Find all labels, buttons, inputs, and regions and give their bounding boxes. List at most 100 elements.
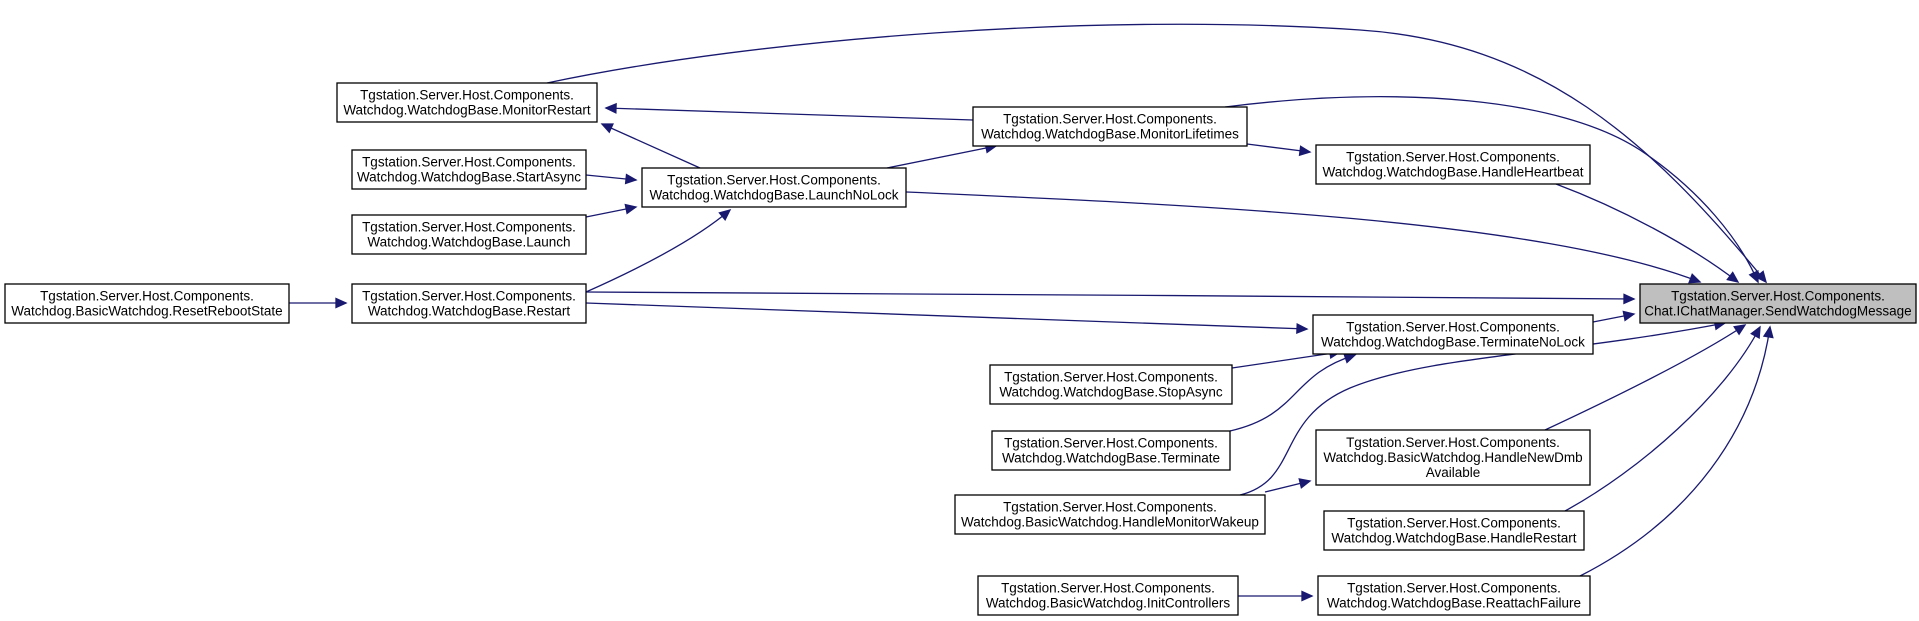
node-label-line: Watchdog.WatchdogBase.LaunchNoLock: [650, 188, 899, 203]
edge-line: [585, 291, 1635, 300]
edge-terminate_nolock-to-root: [1592, 310, 1636, 323]
arrowhead: [1298, 478, 1312, 489]
node-label-line: Watchdog.BasicWatchdog.HandleMonitorWake…: [961, 515, 1259, 530]
arrowhead: [1688, 273, 1702, 284]
edge-layer: [289, 23, 1774, 602]
edge-line: [1555, 183, 1739, 283]
node-init-controllers[interactable]: Tgstation.Server.Host.Components.Watchdo…: [977, 575, 1239, 616]
node-terminate[interactable]: Tgstation.Server.Host.Components.Watchdo…: [991, 430, 1231, 471]
node-label-line: Chat.IChatManager.SendWatchdogMessage: [1644, 304, 1911, 319]
edge-line: [605, 107, 974, 121]
edge-line: [1544, 324, 1746, 431]
node-box: [972, 106, 1248, 147]
node-launch-nolock[interactable]: Tgstation.Server.Host.Components.Watchdo…: [641, 167, 907, 208]
node-box: [1315, 144, 1591, 185]
node-start-async[interactable]: Tgstation.Server.Host.Components.Watchdo…: [351, 149, 587, 190]
edge-monitor_restart-to-root: [546, 23, 1768, 284]
edge-line: [585, 302, 1308, 330]
edge-start_async-to-launch_nolock: [585, 173, 638, 185]
edge-line: [1229, 354, 1356, 432]
node-label-line: Tgstation.Server.Host.Components.: [1346, 150, 1560, 165]
node-box: [1323, 510, 1585, 551]
edge-launch_nolock-to-monitor_restart: [600, 123, 701, 169]
edge-launch-to-launch_nolock: [585, 203, 638, 218]
edge-restart-to-terminate_nolock: [585, 302, 1309, 335]
node-label-line: Tgstation.Server.Host.Components.: [1003, 112, 1217, 127]
node-root[interactable]: Tgstation.Server.Host.Components.Chat.IC…: [1639, 283, 1917, 324]
node-box: [4, 283, 290, 324]
arrowhead: [1748, 270, 1759, 284]
node-box: [351, 283, 587, 324]
node-box: [1317, 575, 1591, 616]
node-box: [977, 575, 1239, 616]
node-label-line: Tgstation.Server.Host.Components.: [360, 88, 574, 103]
arrowhead: [1622, 310, 1636, 322]
node-monitor-restart[interactable]: Tgstation.Server.Host.Components.Watchdo…: [336, 82, 598, 123]
node-label-line: Tgstation.Server.Host.Components.: [1004, 370, 1218, 385]
arrowhead: [335, 297, 348, 309]
node-box: [1639, 283, 1917, 324]
node-handle-restart[interactable]: Tgstation.Server.Host.Components.Watchdo…: [1323, 510, 1585, 551]
edge-line: [1564, 326, 1761, 512]
node-label-line: Tgstation.Server.Host.Components.: [1671, 289, 1885, 304]
edge-line: [886, 145, 997, 169]
node-handle-monitor-wakeup[interactable]: Tgstation.Server.Host.Components.Watchdo…: [954, 494, 1266, 535]
node-reset-reboot-state[interactable]: Tgstation.Server.Host.Components.Watchdo…: [4, 283, 290, 324]
arrowhead: [1726, 271, 1740, 283]
node-stop-async[interactable]: Tgstation.Server.Host.Components.Watchdo…: [989, 364, 1233, 405]
edge-handle_monitor_wakeup-to-handle_new_dmb: [1264, 478, 1312, 493]
node-handle-new-dmb[interactable]: Tgstation.Server.Host.Components.Watchdo…: [1315, 429, 1591, 486]
arrowhead: [624, 173, 638, 185]
node-box: [351, 214, 587, 255]
node-terminate-nolock[interactable]: Tgstation.Server.Host.Components.Watchdo…: [1312, 314, 1594, 355]
node-label-line: Tgstation.Server.Host.Components.: [1346, 435, 1560, 450]
node-box: [641, 167, 907, 208]
edge-reset_reboot_state-to-restart: [289, 297, 348, 309]
edge-line: [601, 123, 701, 169]
arrowhead: [604, 102, 617, 114]
node-reattach-failure[interactable]: Tgstation.Server.Host.Components.Watchdo…: [1317, 575, 1591, 616]
edge-monitor_lifetimes-to-root: [1224, 96, 1759, 284]
node-label-line: Tgstation.Server.Host.Components.: [362, 220, 576, 235]
node-layer: Tgstation.Server.Host.Components.Chat.IC…: [4, 82, 1917, 616]
edge-launch_nolock-to-root: [905, 191, 1702, 284]
node-monitor-lifetimes[interactable]: Tgstation.Server.Host.Components.Watchdo…: [972, 106, 1248, 147]
arrowhead: [718, 208, 732, 222]
node-label-line: Watchdog.WatchdogBase.Launch: [367, 235, 570, 250]
node-label-line: Watchdog.WatchdogBase.StopAsync: [999, 385, 1223, 400]
node-label-line: Watchdog.WatchdogBase.ReattachFailure: [1327, 596, 1581, 611]
node-label-line: Watchdog.WatchdogBase.Restart: [368, 304, 571, 319]
node-box: [989, 364, 1233, 405]
node-restart[interactable]: Tgstation.Server.Host.Components.Watchdo…: [351, 283, 587, 324]
node-label-line: Watchdog.WatchdogBase.TerminateNoLock: [1321, 335, 1585, 350]
edge-restart-to-launch_nolock: [585, 208, 732, 293]
node-handle-heartbeat[interactable]: Tgstation.Server.Host.Components.Watchdo…: [1315, 144, 1591, 185]
node-label-line: Watchdog.WatchdogBase.HandleHeartbeat: [1323, 165, 1584, 180]
node-label-line: Watchdog.WatchdogBase.MonitorRestart: [343, 103, 591, 118]
arrowhead: [1343, 353, 1357, 364]
node-label-line: Watchdog.BasicWatchdog.HandleNewDmb: [1323, 450, 1582, 465]
node-label-line: Tgstation.Server.Host.Components.: [667, 173, 881, 188]
node-label-line: Tgstation.Server.Host.Components.: [1001, 581, 1215, 596]
arrowhead: [1762, 325, 1774, 339]
edge-restart-to-root: [585, 291, 1636, 305]
node-label-line: Tgstation.Server.Host.Components.: [1346, 320, 1560, 335]
edge-line: [585, 209, 731, 293]
edge-launch_nolock-to-monitor_lifetimes: [886, 142, 998, 169]
node-label-line: Tgstation.Server.Host.Components.: [362, 289, 576, 304]
node-launch[interactable]: Tgstation.Server.Host.Components.Watchdo…: [351, 214, 587, 255]
edge-line: [1224, 96, 1759, 283]
arrowhead: [1754, 270, 1768, 284]
edge-init_controllers-to-reattach_failure: [1238, 590, 1314, 602]
edge-line: [1231, 351, 1341, 369]
node-box: [1312, 314, 1594, 355]
arrowhead: [624, 203, 638, 215]
edge-handle_restart-to-root: [1564, 325, 1761, 512]
edge-terminate-to-terminate_nolock: [1229, 353, 1357, 432]
arrowhead: [600, 123, 614, 134]
node-label-line: Tgstation.Server.Host.Components.: [1004, 436, 1218, 451]
arrowhead: [1750, 325, 1761, 339]
arrowhead: [1298, 145, 1312, 157]
node-box: [991, 430, 1231, 471]
